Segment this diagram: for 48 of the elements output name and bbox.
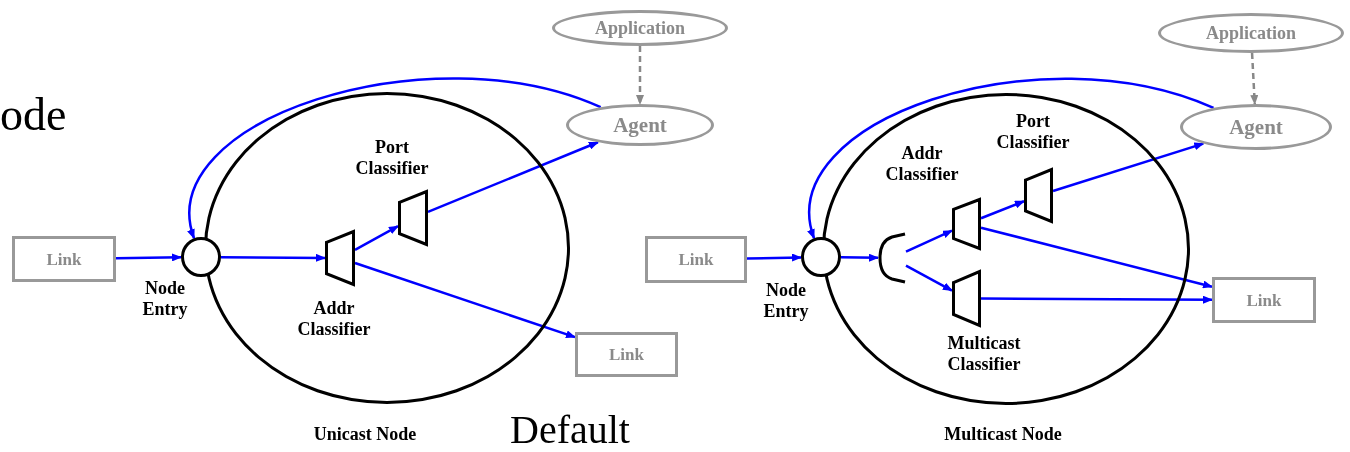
arrow <box>221 253 326 262</box>
slide-text: ode <box>0 92 67 138</box>
node-entry-circle <box>801 237 841 277</box>
arrow <box>354 225 399 251</box>
node-caption: Port Classifier <box>995 111 1071 153</box>
node-label: Link <box>678 251 714 268</box>
node-entry-circle <box>181 237 221 277</box>
node-caption: Unicast Node <box>312 424 418 445</box>
classifier-symbol <box>398 190 428 246</box>
arrow <box>808 77 1214 240</box>
node-label: Application <box>1206 24 1296 42</box>
arrow <box>905 229 953 253</box>
node-caption: Node Entry <box>762 280 810 322</box>
arrow <box>981 295 1213 304</box>
arrow <box>905 264 953 292</box>
link-box <box>12 236 116 282</box>
node-label: Link <box>1246 291 1282 309</box>
arrow <box>980 226 1213 289</box>
classifier-symbol <box>952 198 981 250</box>
arrow <box>354 261 576 339</box>
arrow <box>1052 142 1205 193</box>
node-caption: Multicast Classifier <box>946 333 1022 375</box>
classifier-symbol <box>1024 168 1053 223</box>
arrow <box>841 253 879 262</box>
classifier-symbol <box>325 230 355 286</box>
node-label: Application <box>595 19 685 37</box>
slide-text: Default <box>510 410 630 450</box>
node-caption: Multicast Node <box>943 424 1063 445</box>
node-caption: Addr Classifier <box>884 143 960 185</box>
node-label: Link <box>609 346 644 363</box>
link-box <box>645 236 747 283</box>
node-ellipse <box>822 93 1190 405</box>
node-caption: Port Classifier <box>354 137 430 179</box>
arrow <box>427 141 599 213</box>
classifier-symbol <box>878 231 906 285</box>
node-label: Agent <box>1229 116 1283 138</box>
link-box <box>1212 277 1316 323</box>
node-caption: Addr Classifier <box>296 298 372 340</box>
classifier-symbol <box>952 270 981 327</box>
arrow <box>116 253 182 262</box>
node-label: Agent <box>613 114 667 136</box>
link-box <box>575 332 678 377</box>
arrow <box>980 200 1025 220</box>
node-caption: Node Entry <box>141 278 189 320</box>
dashed-arrow <box>1250 52 1259 105</box>
arrow <box>746 253 802 262</box>
node-label: Link <box>46 250 82 268</box>
dashed-arrow <box>636 46 644 105</box>
